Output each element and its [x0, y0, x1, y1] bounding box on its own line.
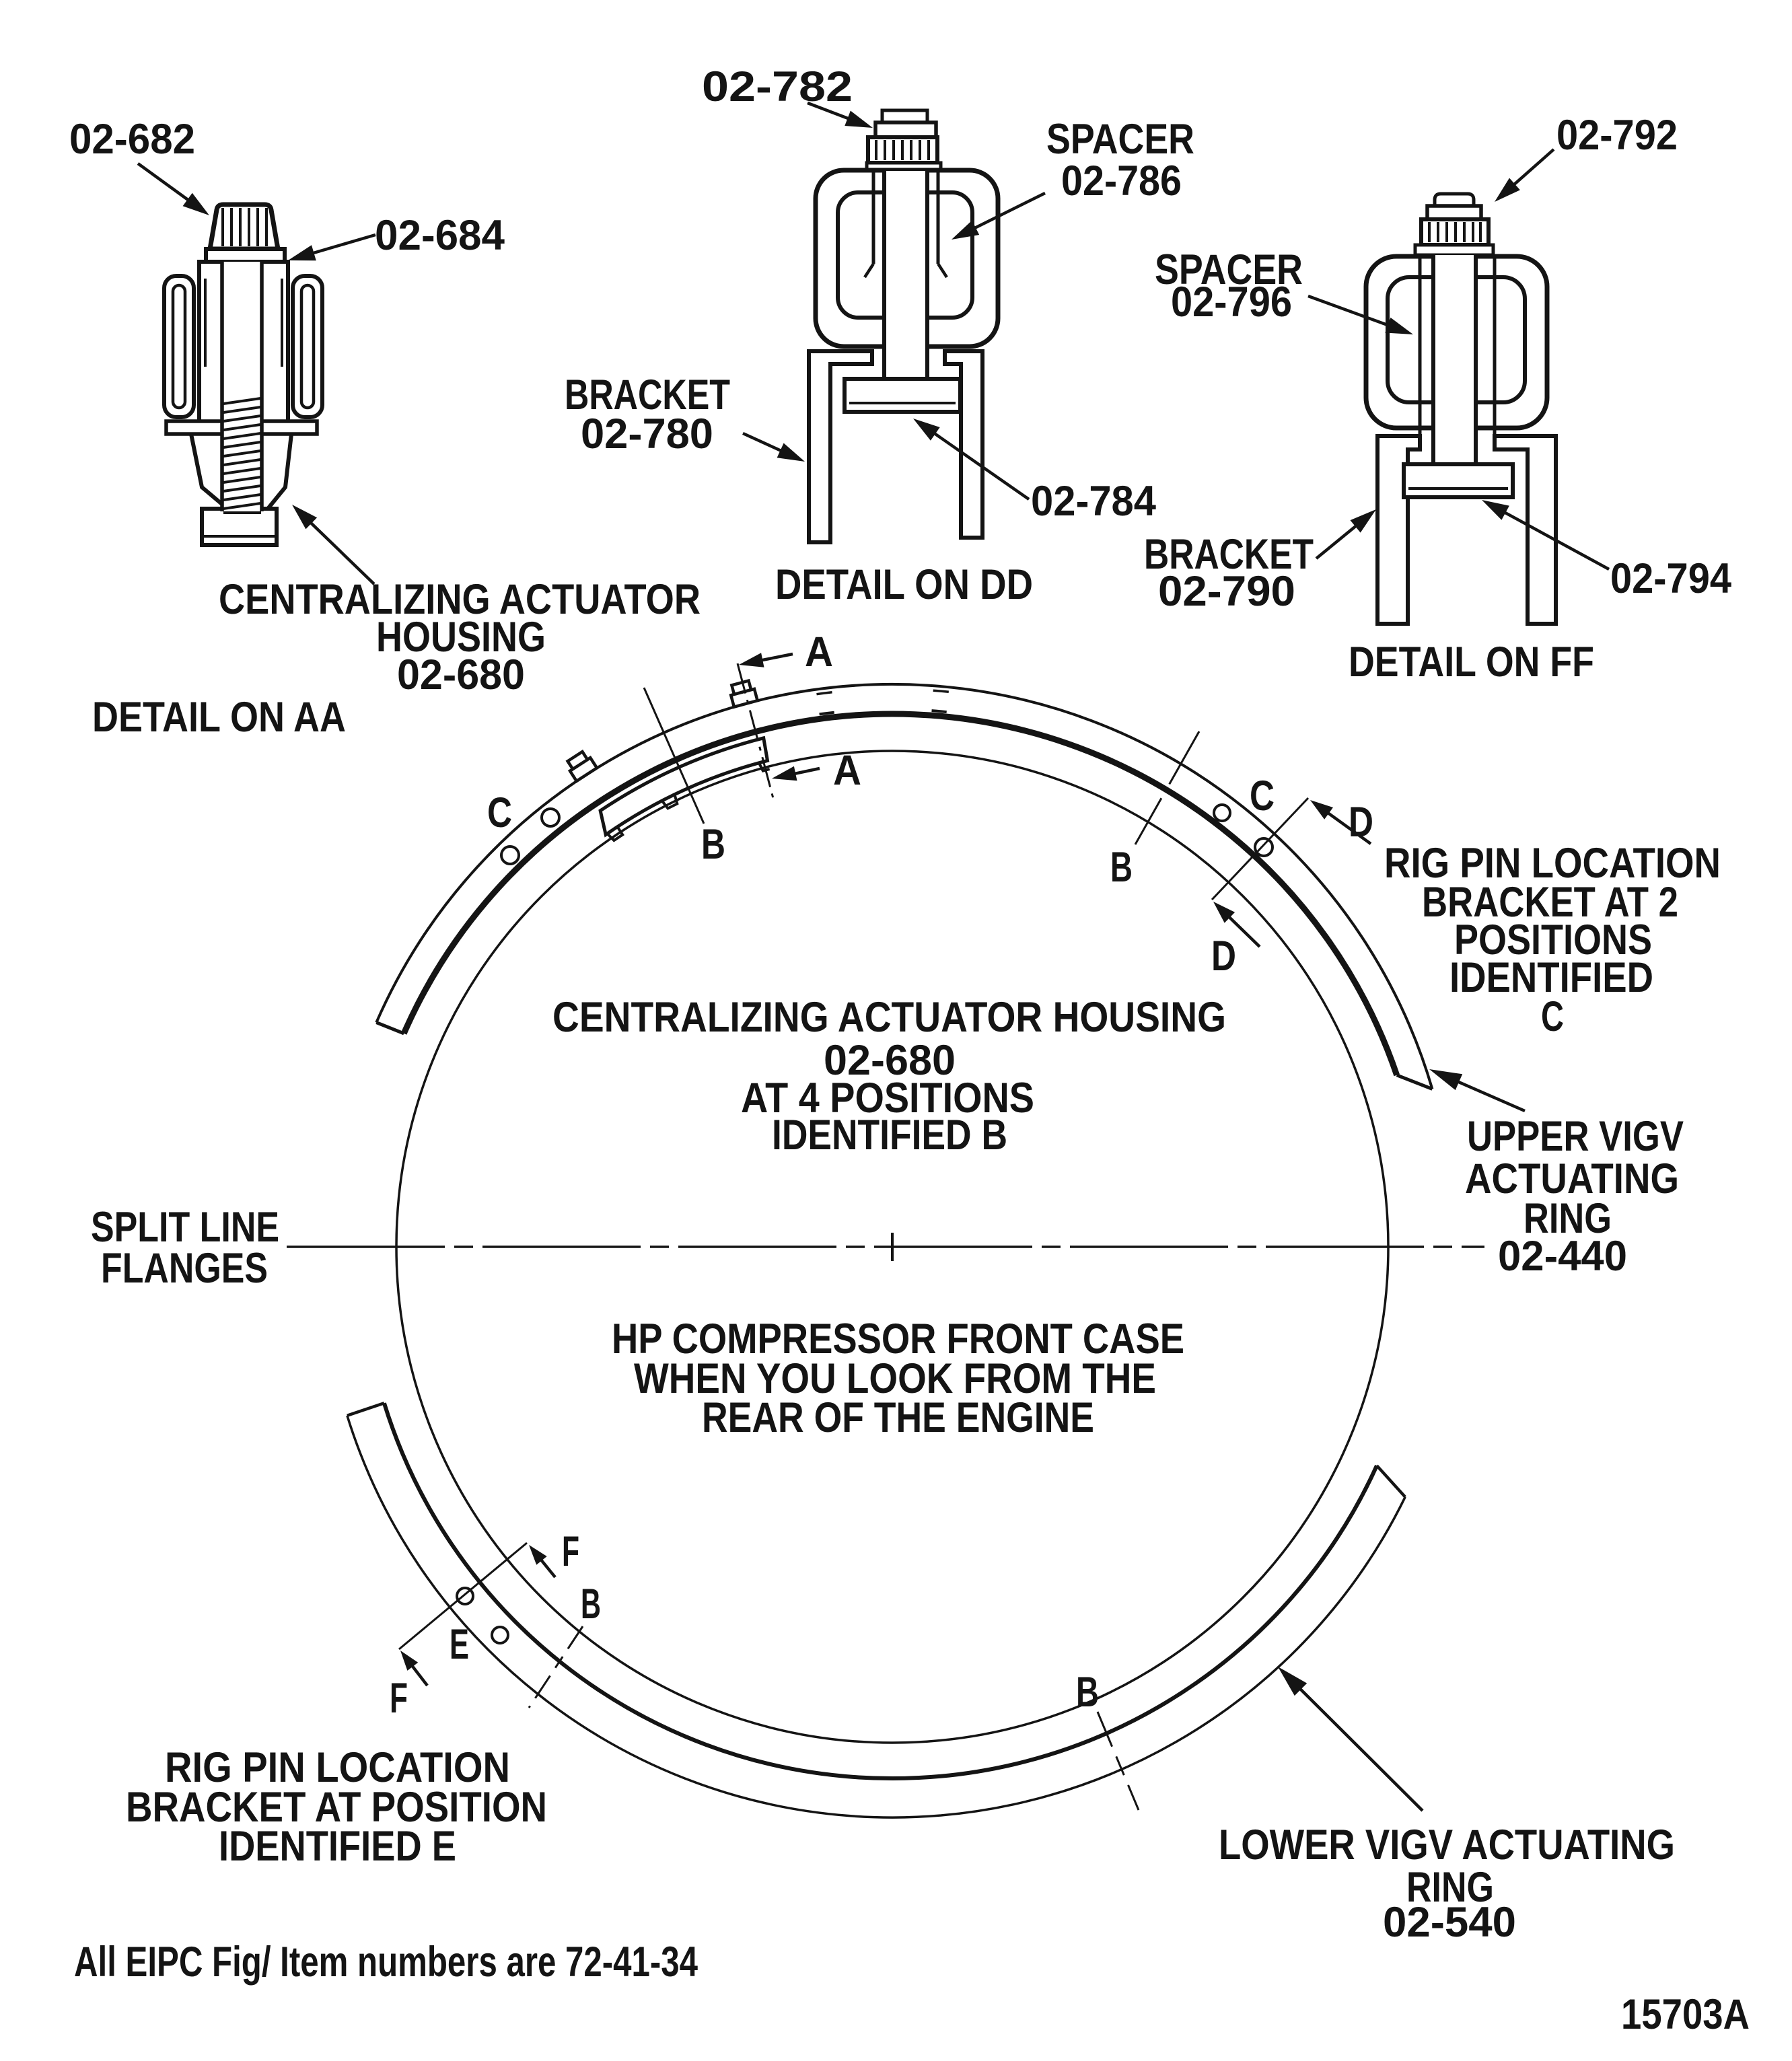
svg-text:RING: RING — [1406, 1864, 1494, 1911]
svg-text:UPPER VIGV: UPPER VIGV — [1467, 1113, 1684, 1160]
svg-text:All EIPC Fig/ Item numbers are: All EIPC Fig/ Item numbers are 72-41-34 — [74, 1939, 698, 1986]
svg-text:E: E — [450, 1621, 469, 1668]
svg-text:IDENTIFIED B: IDENTIFIED B — [772, 1112, 1007, 1159]
svg-text:DETAIL ON FF: DETAIL ON FF — [1349, 639, 1594, 686]
svg-text:AT 4 POSITIONS: AT 4 POSITIONS — [741, 1075, 1034, 1122]
svg-text:CENTRALIZING ACTUATOR: CENTRALIZING ACTUATOR — [219, 576, 701, 623]
svg-text:02-786: 02-786 — [1061, 157, 1182, 205]
svg-text:A: A — [833, 747, 861, 794]
svg-text:F: F — [562, 1528, 579, 1575]
svg-text:RIG PIN LOCATION: RIG PIN LOCATION — [165, 1744, 510, 1791]
svg-text:SPACER: SPACER — [1155, 246, 1303, 293]
svg-text:LOWER VIGV ACTUATING: LOWER VIGV ACTUATING — [1219, 1821, 1675, 1869]
svg-text:15703A: 15703A — [1621, 1991, 1750, 2038]
svg-text:B: B — [1076, 1669, 1099, 1716]
svg-text:02-784: 02-784 — [1031, 478, 1156, 525]
svg-text:02-780: 02-780 — [581, 410, 713, 458]
svg-text:HOUSING: HOUSING — [376, 614, 546, 661]
svg-text:FLANGES: FLANGES — [101, 1245, 268, 1292]
svg-text:02-790: 02-790 — [1158, 568, 1295, 615]
svg-text:POSITIONS: POSITIONS — [1454, 916, 1652, 964]
svg-text:C: C — [487, 789, 512, 836]
svg-text:02-680: 02-680 — [397, 651, 525, 698]
svg-text:A: A — [805, 628, 833, 676]
svg-text:02-796: 02-796 — [1171, 279, 1292, 326]
svg-text:D: D — [1349, 799, 1373, 846]
svg-text:IDENTIFIED: IDENTIFIED — [1449, 954, 1653, 1001]
svg-text:B: B — [1110, 844, 1133, 891]
svg-text:BRACKET AT 2: BRACKET AT 2 — [1422, 879, 1678, 926]
svg-text:F: F — [390, 1675, 408, 1722]
svg-text:02-440: 02-440 — [1498, 1233, 1627, 1280]
svg-text:BRACKET: BRACKET — [565, 371, 730, 419]
svg-text:SPACER: SPACER — [1046, 116, 1194, 163]
svg-text:02-540: 02-540 — [1383, 1899, 1516, 1946]
svg-text:C: C — [1250, 772, 1275, 820]
svg-text:B: B — [701, 821, 725, 868]
svg-text:RIG PIN LOCATION: RIG PIN LOCATION — [1384, 840, 1721, 887]
svg-text:02-684: 02-684 — [375, 212, 505, 259]
svg-text:02-794: 02-794 — [1610, 555, 1731, 602]
svg-text:02-792: 02-792 — [1556, 112, 1678, 159]
svg-text:CENTRALIZING ACTUATOR HOUSING: CENTRALIZING ACTUATOR HOUSING — [552, 994, 1226, 1041]
svg-text:BRACKET: BRACKET — [1144, 531, 1314, 578]
svg-text:02-782: 02-782 — [702, 63, 853, 110]
svg-text:WHEN YOU LOOK FROM THE: WHEN YOU LOOK FROM THE — [634, 1355, 1156, 1402]
svg-text:02-680: 02-680 — [824, 1037, 956, 1084]
svg-text:C: C — [1541, 993, 1564, 1040]
svg-text:D: D — [1211, 933, 1236, 980]
svg-text:02-682: 02-682 — [69, 116, 195, 163]
svg-text:REAR OF THE ENGINE: REAR OF THE ENGINE — [702, 1394, 1094, 1441]
svg-text:DETAIL ON DD: DETAIL ON DD — [775, 561, 1033, 608]
svg-text:DETAIL ON AA: DETAIL ON AA — [92, 694, 346, 741]
svg-text:ACTUATING: ACTUATING — [1465, 1155, 1679, 1202]
svg-text:RING: RING — [1524, 1195, 1612, 1242]
svg-text:HP COMPRESSOR FRONT CASE: HP COMPRESSOR FRONT CASE — [612, 1315, 1184, 1363]
svg-text:IDENTIFIED E: IDENTIFIED E — [219, 1823, 456, 1870]
svg-text:SPLIT LINE: SPLIT LINE — [91, 1204, 279, 1251]
svg-text:B: B — [581, 1581, 601, 1628]
svg-text:BRACKET AT POSITION: BRACKET AT POSITION — [126, 1784, 547, 1831]
